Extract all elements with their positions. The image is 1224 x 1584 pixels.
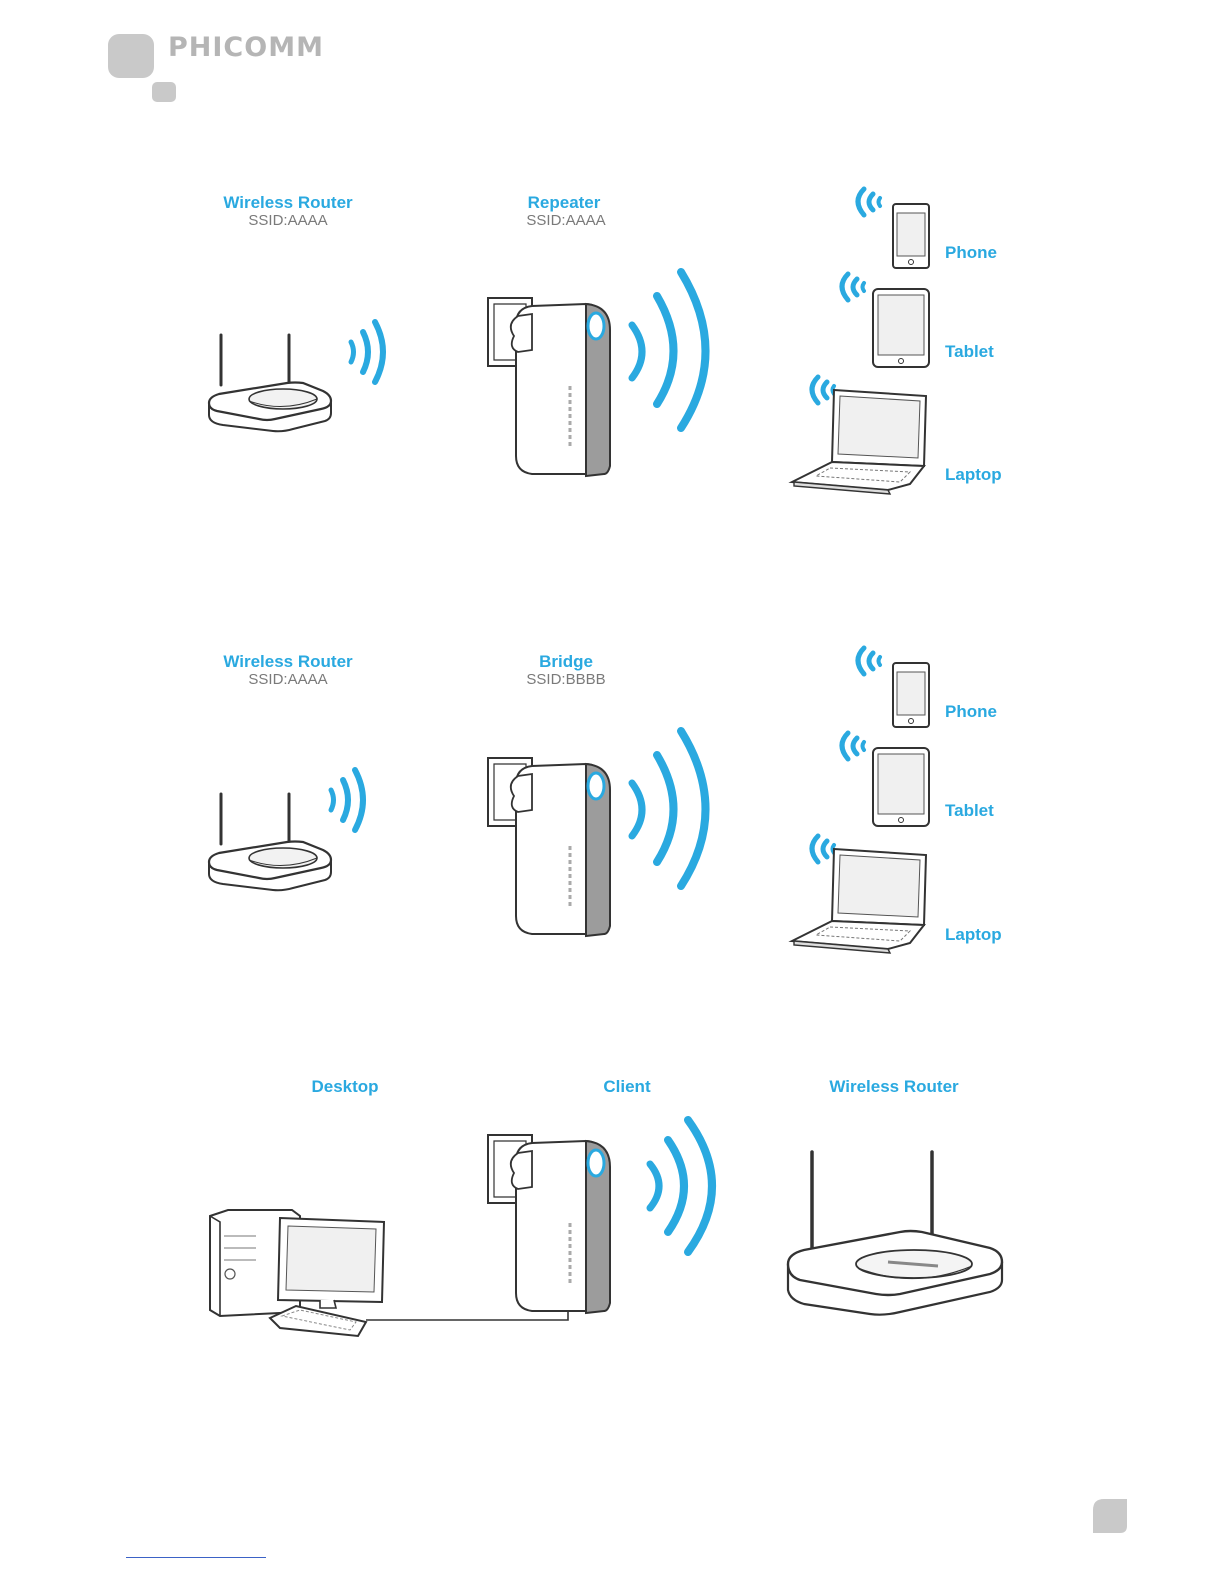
- wifi-waves-icon: [842, 274, 864, 300]
- laptop-icon: [792, 390, 926, 494]
- page-tab: [1092, 1498, 1128, 1534]
- wifi-waves-icon: [812, 377, 834, 403]
- phone-icon: [893, 663, 929, 727]
- wifi-waves-icon: [632, 272, 706, 428]
- tablet-icon: [873, 748, 929, 826]
- extender-icon: [488, 298, 610, 476]
- router-icon: [788, 1152, 1002, 1315]
- laptop-icon: [792, 849, 926, 953]
- extender-icon: [488, 758, 610, 936]
- tablet-icon: [873, 289, 929, 367]
- wifi-waves-icon: [858, 189, 880, 215]
- wifi-waves-icon: [331, 770, 363, 830]
- extender-icon: [488, 1135, 610, 1313]
- wifi-waves-icon: [812, 836, 834, 862]
- wifi-waves-icon: [858, 648, 880, 674]
- wifi-waves-icon: [632, 731, 706, 886]
- phone-icon: [893, 204, 929, 268]
- footer-rule: [126, 1557, 266, 1558]
- wifi-waves-icon: [650, 1120, 712, 1252]
- router-icon: [209, 794, 331, 890]
- wifi-waves-icon: [842, 733, 864, 759]
- desktop-icon: [210, 1210, 384, 1336]
- wifi-waves-icon: [351, 322, 383, 382]
- router-icon: [209, 335, 331, 431]
